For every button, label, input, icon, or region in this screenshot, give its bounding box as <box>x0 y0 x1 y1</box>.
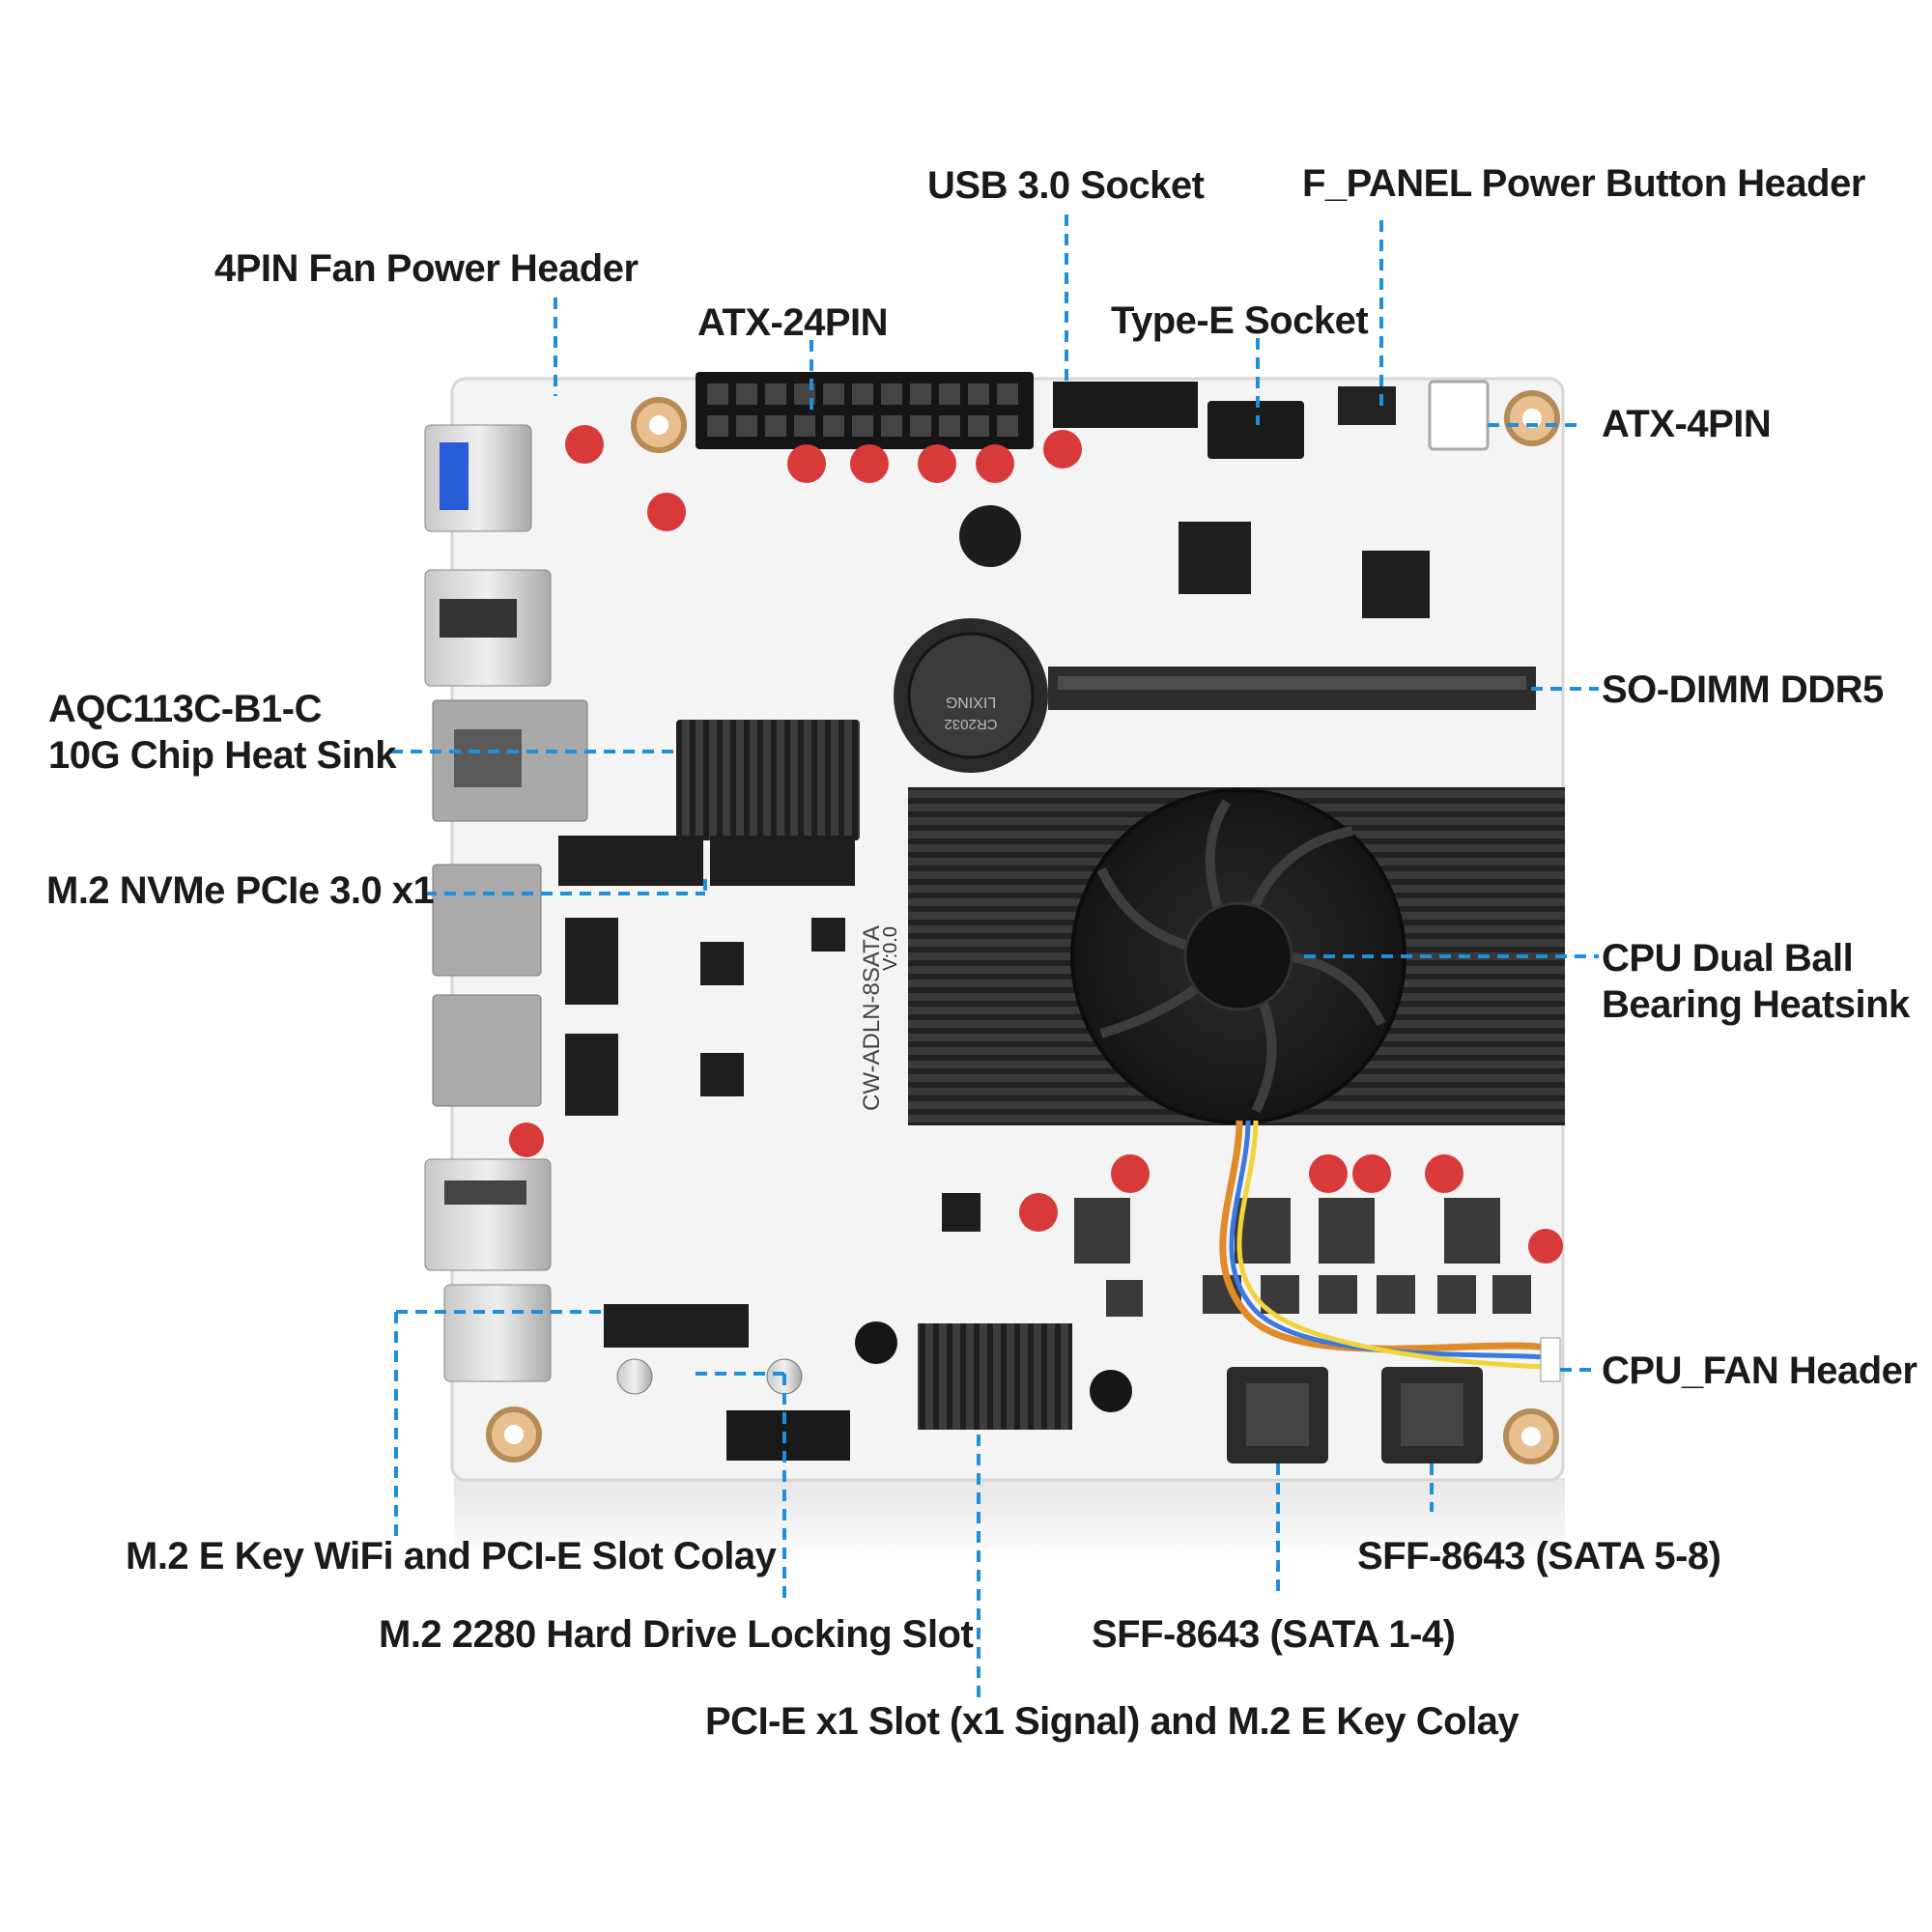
m2-ekey-slot <box>604 1304 749 1348</box>
label-cpu-heatsink: CPU Dual Ball Bearing Heatsink <box>1602 935 1910 1028</box>
label-aqc113c: AQC113C-B1-C 10G Chip Heat Sink <box>48 686 396 779</box>
label-cpu-line1: CPU Dual Ball <box>1602 937 1854 980</box>
pcie-x1-slot <box>726 1410 850 1461</box>
board-reflection <box>454 1478 1565 1565</box>
chips <box>700 522 1430 1232</box>
usb-port-lower <box>424 1158 552 1271</box>
label-m2-lock: M.2 2280 Hard Drive Locking Slot <box>379 1613 974 1656</box>
rj45-lan2-port <box>432 864 542 977</box>
battery-brand: LIXING <box>946 694 996 710</box>
f-panel-header <box>1338 386 1396 425</box>
vrm <box>1074 1198 1531 1317</box>
label-m2-ekey-wifi: M.2 E Key WiFi and PCI-E Slot Colay <box>126 1535 777 1577</box>
type-e-socket <box>1208 401 1304 459</box>
label-sff-5-8: SFF-8643 (SATA 5-8) <box>1357 1535 1721 1577</box>
label-cpu-line2: Bearing Heatsink <box>1602 983 1910 1026</box>
lan-transformer-2 <box>565 1034 618 1116</box>
rj45-lan3-port <box>432 994 542 1107</box>
label-cpu-fan: CPU_FAN Header <box>1602 1350 1918 1392</box>
label-atx-24pin: ATX-24PIN <box>697 301 889 344</box>
label-4pin-fan: 4PIN Fan Power Header <box>214 247 639 290</box>
label-aqc113c-line2: 10G Chip Heat Sink <box>48 734 396 777</box>
atx-4pin-connector <box>1428 380 1490 451</box>
io-panel <box>424 424 588 1382</box>
label-usb30-socket: USB 3.0 Socket <box>927 164 1205 207</box>
usb-c-port <box>443 1284 552 1382</box>
leader-lines <box>391 214 1599 1705</box>
board-version: V:0.0 <box>880 926 901 971</box>
label-sff-1-4: SFF-8643 (SATA 1-4) <box>1092 1613 1456 1656</box>
usb30-header <box>1053 382 1198 428</box>
label-pcie-x1: PCI-E x1 Slot (x1 Signal) and M.2 E Key … <box>705 1700 1520 1743</box>
label-aqc113c-line1: AQC113C-B1-C <box>48 688 322 730</box>
label-so-dimm: SO-DIMM DDR5 <box>1602 668 1884 711</box>
m2-ssd1-slot <box>558 836 703 886</box>
label-type-e: Type-E Socket <box>1111 299 1369 342</box>
m2-ssd2-slot <box>710 836 855 886</box>
label-atx-4pin: ATX-4PIN <box>1602 403 1772 445</box>
chipset-heatsink <box>918 1323 1072 1430</box>
cpu-fan-header <box>1540 1337 1561 1382</box>
aqc113c-heatsink <box>676 720 860 840</box>
buzzer <box>959 505 1021 567</box>
m2-lock-standoff-1 <box>616 1358 653 1395</box>
board-model: CW-ADLN-8SATA <box>859 925 885 1111</box>
label-f-panel: F_PANEL Power Button Header <box>1302 162 1865 205</box>
capacitors <box>509 425 1563 1264</box>
lan-transformer-1 <box>565 918 618 1005</box>
cpu-fan-cable <box>1219 1120 1547 1352</box>
battery-label: CR2032 <box>944 716 997 732</box>
label-m2-nvme: M.2 NVMe PCIe 3.0 x1 <box>46 869 435 912</box>
